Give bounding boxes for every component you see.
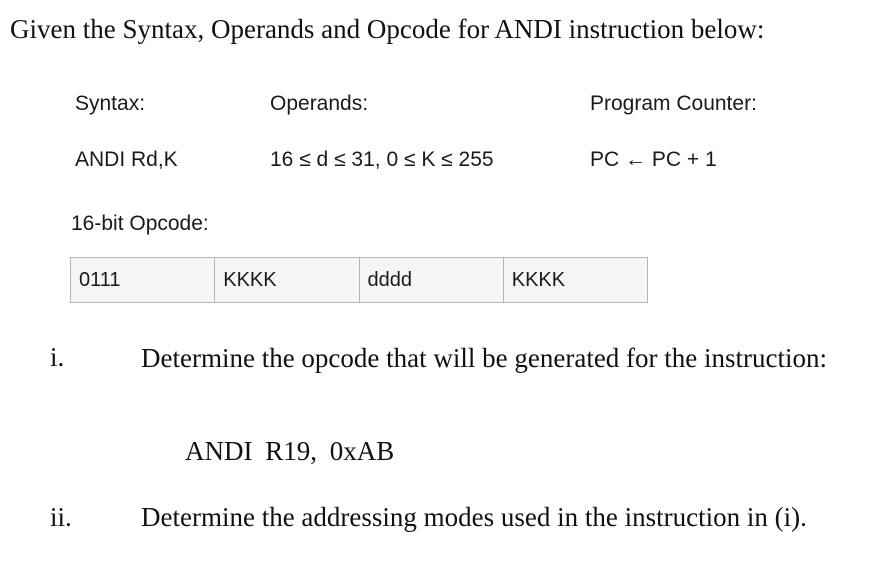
program-counter-value: PC ← PC + 1 [590,148,717,171]
opcode-cell: KKKK [511,268,566,291]
opcode-label: 16-bit Opcode: [71,212,209,235]
question-1-number: i. [50,342,65,372]
question-1-instruction: ANDI R19, 0xAB [185,436,395,466]
operands-label: Operands: [270,92,369,115]
syntax-label: Syntax: [75,92,146,115]
program-counter-label: Program Counter: [590,92,757,115]
opcode-table: 0111 KKKK dddd KKKK [70,257,648,303]
syntax-value: ANDI Rd,K [75,148,178,171]
opcode-cell: 0111 [71,258,216,302]
intro-text: Given the Syntax, Operands and Opcode fo… [10,14,765,44]
operands-value: 16 ≤ d ≤ 31, 0 ≤ K ≤ 255 [270,148,494,171]
question-2-text: Determine the addressing modes used in t… [141,502,807,532]
opcode-cell: KKKK [215,258,360,302]
question-2-number: ii. [50,502,72,532]
opcode-cell: dddd [360,258,504,302]
question-1-text: Determine the opcode that will be genera… [141,343,828,373]
